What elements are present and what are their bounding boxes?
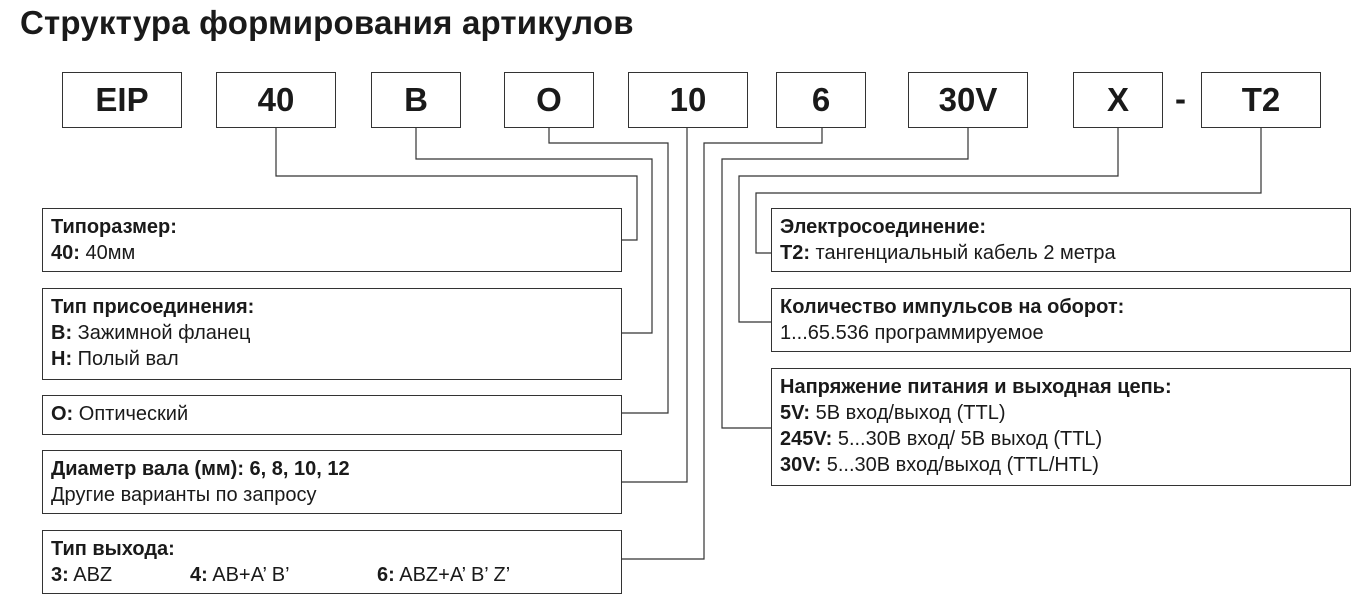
box-pulses-row: 1...65.536 программируемое [780, 322, 1044, 344]
code-voltage: 30V [908, 72, 1028, 128]
box-voltage: Напряжение питания и выходная цепь: 5V: … [771, 368, 1351, 486]
output-option: 3: ABZ [51, 564, 113, 586]
box-optical: O: Оптический [42, 395, 622, 435]
box-mount: Тип присоединения: B: Зажимной фланец H:… [42, 288, 622, 380]
box-output-options: 3: ABZ 4: AB+A’ B’ 6: ABZ+A’ B’ Z’ [51, 562, 613, 588]
box-size: Типоразмер: 40: 40мм [42, 208, 622, 272]
code-output: 6 [776, 72, 866, 128]
box-shaft-title: Диаметр вала (мм): 6, 8, 10, 12 [51, 458, 350, 480]
box-mount-row: B: Зажимной фланец [51, 322, 251, 344]
connector-optical [548, 128, 669, 414]
code-mount: B [371, 72, 461, 128]
box-output: Тип выхода: 3: ABZ 4: AB+A’ B’ 6: ABZ+A’ B… [42, 530, 622, 594]
code-shaft: 10 [628, 72, 748, 128]
box-size-row: 40: 40мм [51, 242, 136, 264]
code-size: 40 [216, 72, 336, 128]
box-mount-row: H: Полый вал [51, 348, 179, 370]
box-shaft: Диаметр вала (мм): 6, 8, 10, 12 Другие в… [42, 450, 622, 514]
code-optical: O [504, 72, 594, 128]
box-optical-row: O: Оптический [51, 403, 189, 425]
code-separator: - [1175, 80, 1186, 117]
connector-output [622, 128, 823, 560]
box-pulses: Количество импульсов на оборот: 1...65.5… [771, 288, 1351, 352]
box-voltage-title: Напряжение питания и выходная цепь: [780, 376, 1172, 398]
box-pulses-title: Количество импульсов на оборот: [780, 296, 1125, 318]
box-connection: Электросоединение: T2: тангенциальный ка… [771, 208, 1351, 272]
output-option: 4: AB+A’ B’ [190, 564, 290, 586]
box-connection-row: T2: тангенциальный кабель 2 метра [780, 242, 1116, 264]
connector-shaft [622, 128, 688, 483]
code-series: EIP [62, 72, 182, 128]
connector-connection [755, 128, 1262, 254]
box-voltage-row: 30V: 5...30В вход/выход (TTL/HTL) [780, 454, 1099, 476]
connector-voltage [721, 128, 969, 429]
box-connection-title: Электросоединение: [780, 216, 987, 238]
box-mount-title: Тип присоединения: [51, 296, 255, 318]
box-voltage-row: 5V: 5В вход/выход (TTL) [780, 402, 1006, 424]
box-voltage-row: 245V: 5...30В вход/ 5В выход (TTL) [780, 428, 1103, 450]
box-shaft-row: Другие варианты по запросу [51, 484, 317, 506]
connector-pulses [738, 128, 1119, 323]
connector-size [275, 128, 638, 241]
box-output-title: Тип выхода: [51, 538, 175, 560]
box-size-title: Типоразмер: [51, 216, 177, 238]
output-option: 6: ABZ+A’ B’ Z’ [377, 564, 511, 586]
page-title: Структура формирования артикулов [20, 4, 634, 41]
connector-mount [415, 128, 653, 334]
code-connection: T2 [1201, 72, 1321, 128]
code-pulses: X [1073, 72, 1163, 128]
